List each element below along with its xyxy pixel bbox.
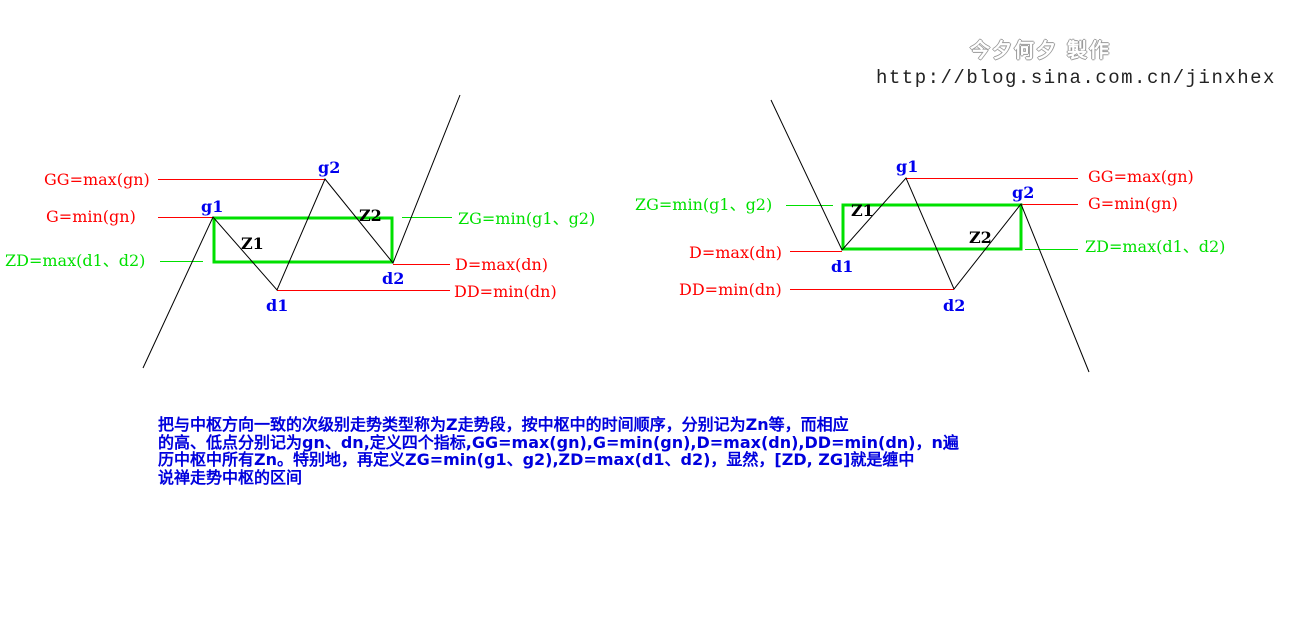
- right-g2-point-label: g2: [1012, 183, 1035, 202]
- right-z1-label: Z1: [851, 201, 874, 220]
- right-d2-point-label: d2: [943, 296, 966, 315]
- right-z2-label: Z2: [969, 228, 992, 247]
- right-d-label: D=max(dn): [689, 243, 782, 262]
- left-g1-point-label: g1: [201, 197, 224, 216]
- left-zg-label: ZG=min(g1、g2): [458, 209, 596, 228]
- definition-line: 说禅走势中枢的区间: [158, 467, 303, 487]
- blog-url: http://blog.sina.com.cn/jinxhex: [876, 67, 1276, 89]
- definition-line: 的高、低点分别记为gn、dn,定义四个指标,GG=max(gn),G=min(g…: [158, 432, 959, 452]
- definition-line: 把与中枢方向一致的次级别走势类型称为Z走势段，按中枢中的时间顺序，分别记为Zn等…: [158, 415, 849, 434]
- left-d-label: D=max(dn): [455, 255, 548, 274]
- right-zd-label: ZD=max(d1、d2): [1085, 237, 1226, 256]
- left-diagram: [142, 94, 461, 369]
- right-g-label: G=min(gn): [1088, 194, 1178, 213]
- right-d1-point-label: d1: [831, 257, 854, 276]
- right-g1-point-label: g1: [896, 157, 919, 176]
- right-price-path: [770, 99, 1090, 373]
- left-gg-label: GG=max(gn): [44, 170, 150, 189]
- right-gg-label: GG=max(gn): [1088, 167, 1194, 186]
- right-diagram: [770, 99, 1090, 373]
- left-zd-label: ZD=max(d1、d2): [5, 251, 146, 270]
- right-zg-label: ZG=min(g1、g2): [635, 195, 773, 214]
- left-z2-label: Z2: [359, 206, 382, 225]
- right-dd-label: DD=min(dn): [679, 280, 782, 299]
- left-d2-point-label: d2: [382, 269, 405, 288]
- right-center-box: [841, 203, 1023, 251]
- left-z1-label: Z1: [241, 234, 264, 253]
- left-center-box: [212, 216, 394, 264]
- left-dd-label: DD=min(dn): [454, 282, 557, 301]
- left-g2-point-label: g2: [318, 158, 341, 177]
- author-watermark: 今夕何夕 製作: [970, 38, 1111, 62]
- definition-line: 历中枢中所有Zn。特别地，再定义ZG=min(g1、g2),ZD=max(d1、…: [158, 450, 915, 469]
- definition-text: 把与中枢方向一致的次级别走势类型称为Z走势段，按中枢中的时间顺序，分别记为Zn等…: [158, 416, 1068, 486]
- left-g-label: G=min(gn): [46, 207, 136, 226]
- left-d1-point-label: d1: [266, 296, 289, 315]
- left-price-path: [142, 94, 461, 369]
